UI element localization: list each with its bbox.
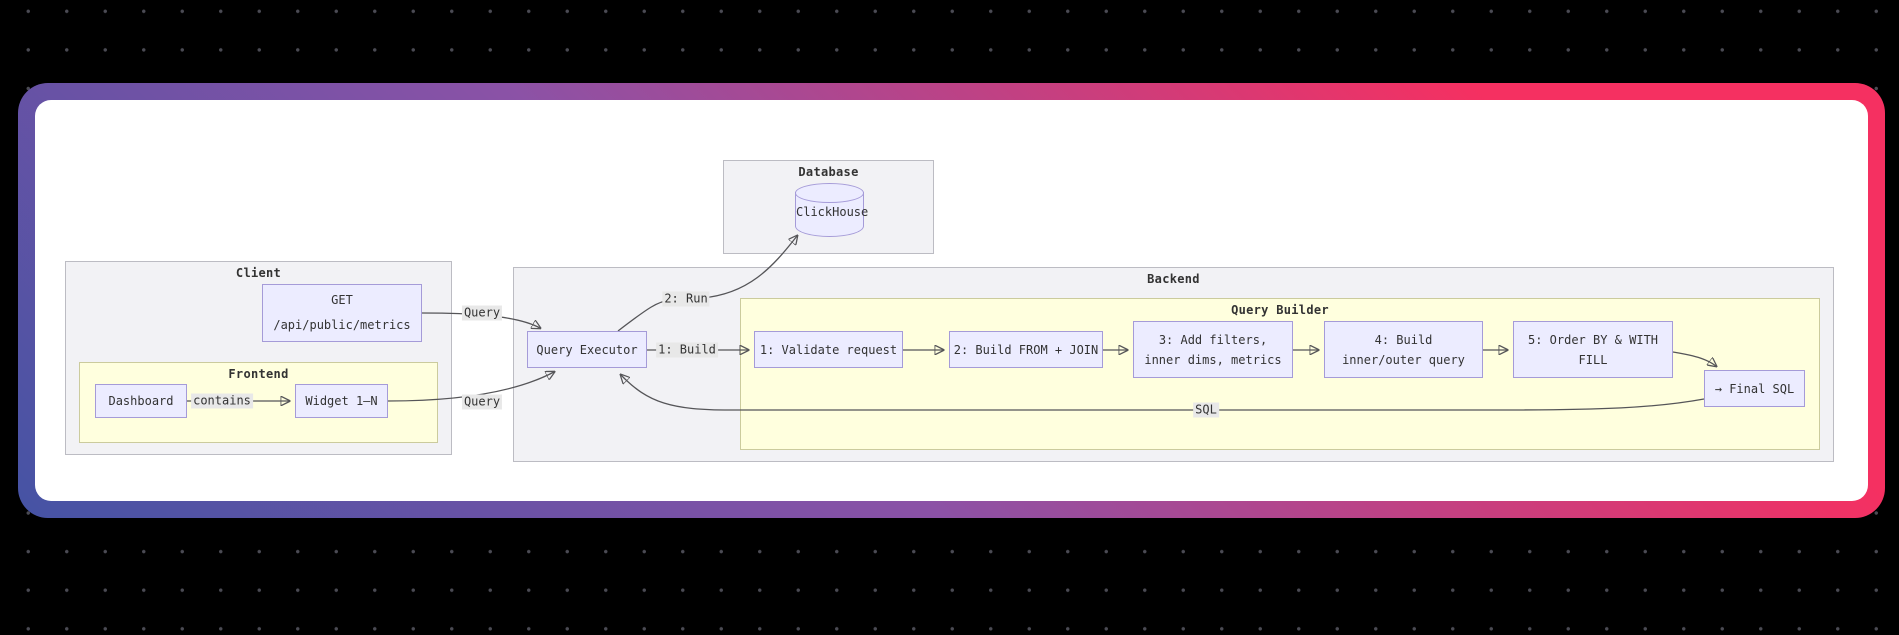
node-order-by-fill-line1: 5: Order BY & WITH [1527, 332, 1659, 347]
node-widget-label: Widget 1–N [305, 394, 378, 408]
edge-label-query-get: Query [461, 305, 503, 321]
cluster-database-label: Database [798, 165, 859, 179]
cluster-frontend-label: Frontend [228, 367, 289, 381]
edge-label-run: 2: Run [662, 291, 710, 307]
node-get-api-line2: /api/public/metrics [273, 318, 411, 332]
cluster-backend-label: Backend [1147, 272, 1200, 286]
node-dashboard-label: Dashboard [108, 394, 174, 408]
edge-label-contains: contains [191, 393, 253, 409]
edge-final-sql-executor [621, 375, 1705, 411]
node-validate-request-label: 1: Validate request [759, 342, 898, 357]
node-add-filters-line2: inner dims, metrics [1144, 352, 1282, 367]
cluster-database: Database [723, 160, 934, 254]
edge-qb5-final [1672, 351, 1716, 366]
node-get-api-line1: GET [331, 293, 353, 307]
edge-label-query-widget: Query [461, 394, 503, 410]
node-add-filters-line1: 3: Add filters, [1158, 332, 1268, 347]
node-build-from-join-label: 2: Build FROM + JOIN [953, 342, 1099, 357]
node-add-filters: 3: Add filters, inner dims, metrics [1133, 321, 1293, 378]
node-build-from-join: 2: Build FROM + JOIN [949, 331, 1103, 368]
cluster-query-builder-label: Query Builder [1231, 303, 1329, 317]
node-order-by-fill-line2: FILL [1578, 352, 1608, 367]
node-build-inner-outer-line1: 4: Build [1374, 332, 1433, 347]
cluster-client-label: Client [235, 266, 282, 280]
node-final-sql-label: → Final SQL [1714, 381, 1795, 396]
node-order-by-fill: 5: Order BY & WITH FILL [1513, 321, 1673, 378]
node-widget: Widget 1–N [295, 384, 388, 418]
edge-label-build: 1: Build [656, 342, 718, 358]
node-build-inner-outer-line2: inner/outer query [1342, 352, 1465, 367]
node-get-api: GET /api/public/metrics [262, 284, 422, 342]
node-validate-request: 1: Validate request [754, 331, 903, 368]
edge-label-sql: SQL [1193, 402, 1219, 418]
node-query-executor-label: Query Executor [536, 342, 638, 357]
node-clickhouse-label: ClickHouse [796, 205, 869, 219]
edge-executor-run-b [701, 236, 797, 299]
node-final-sql: → Final SQL [1704, 370, 1805, 407]
node-clickhouse: ClickHouse [795, 183, 869, 237]
node-query-executor: Query Executor [527, 331, 647, 368]
node-dashboard: Dashboard [95, 384, 187, 418]
node-build-inner-outer: 4: Build inner/outer query [1324, 321, 1483, 378]
